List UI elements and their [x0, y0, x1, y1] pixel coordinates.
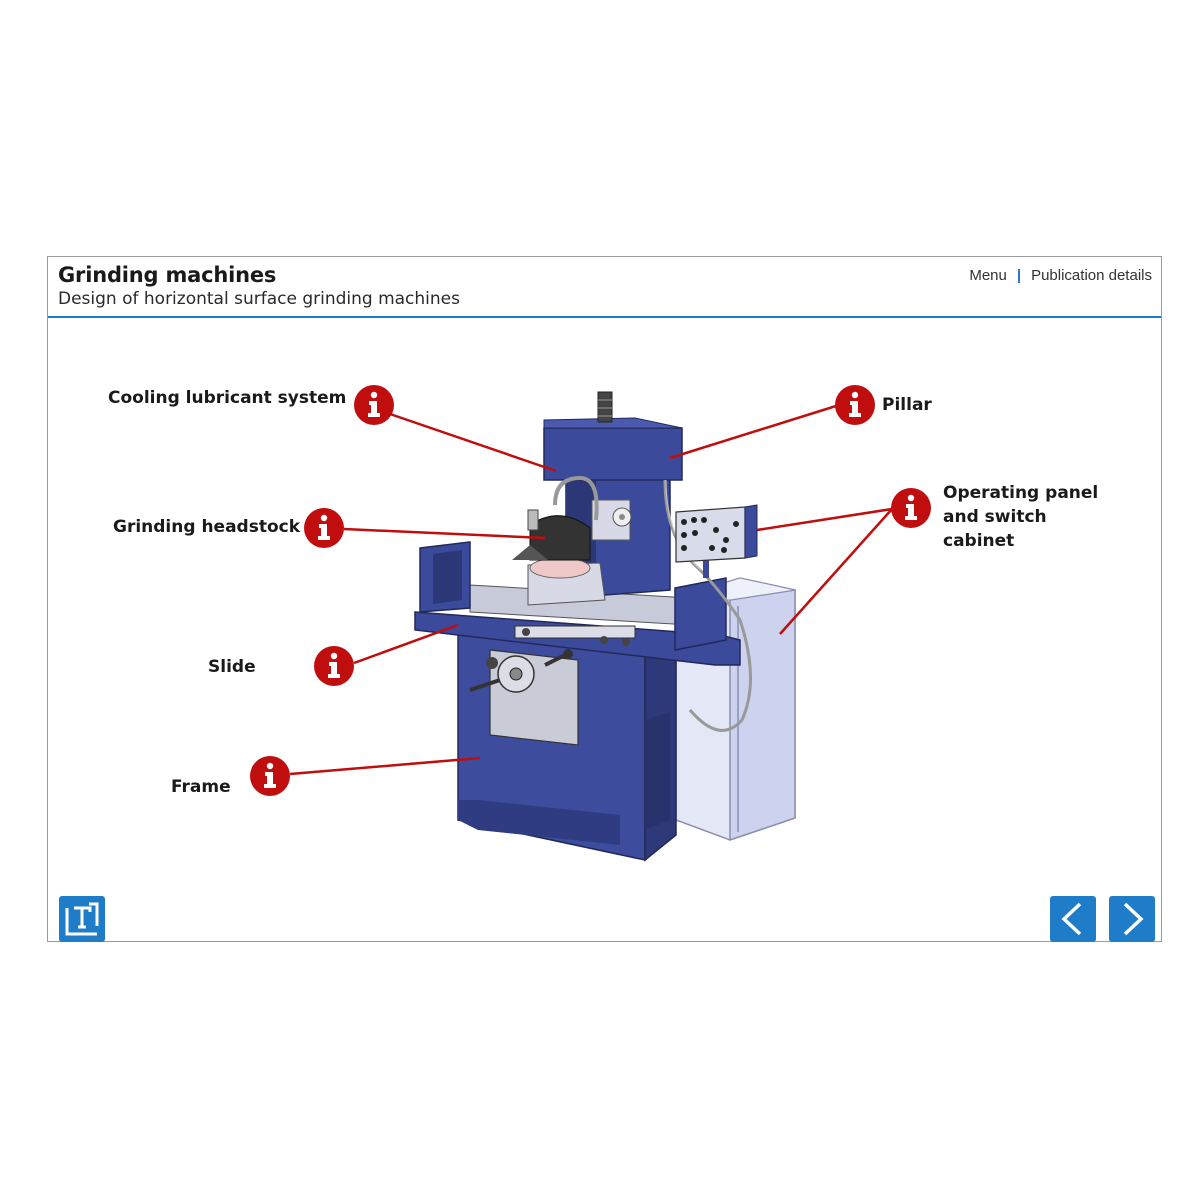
publication-details-link[interactable]: Publication details	[1031, 267, 1152, 284]
chevron-left-icon	[1061, 902, 1082, 936]
info-button-pillar[interactable]	[834, 384, 876, 426]
headstock-assembly	[512, 499, 632, 606]
operating-panel	[675, 504, 758, 578]
info-icon	[304, 508, 344, 548]
page-header: Grinding machines Design of horizontal s…	[48, 257, 1161, 318]
label-slide: Slide	[208, 657, 256, 677]
logo-t-icon	[65, 902, 99, 936]
next-button[interactable]	[1109, 896, 1155, 942]
label-pillar: Pillar	[882, 395, 932, 415]
label-grinding-headstock: Grinding headstock	[113, 517, 301, 537]
info-icon	[835, 385, 875, 425]
top-navigation: Menu | Publication details	[969, 267, 1152, 284]
leader-lines	[289, 404, 893, 776]
previous-button[interactable]	[1050, 896, 1096, 942]
info-button-operating-panel[interactable]	[890, 487, 932, 529]
menu-link[interactable]: Menu	[969, 267, 1007, 284]
label-operating-panel: Operating panel and switch cabinet	[943, 483, 1099, 551]
logo-button[interactable]	[59, 896, 105, 942]
info-icon	[250, 756, 290, 796]
label-cooling-lubricant-system: Cooling lubricant system	[108, 388, 347, 408]
worktable	[414, 541, 741, 666]
label-frame: Frame	[171, 777, 231, 797]
info-icon	[891, 488, 931, 528]
page-title: Grinding machines	[58, 263, 277, 287]
handwheel-plate	[469, 649, 579, 746]
info-button-slide[interactable]	[313, 645, 355, 687]
chevron-right-icon	[1123, 902, 1144, 936]
info-icon	[314, 646, 354, 686]
info-button-headstock[interactable]	[303, 507, 345, 549]
info-button-cooling[interactable]	[353, 384, 395, 426]
page-subtitle: Design of horizontal surface grinding ma…	[58, 289, 460, 309]
header-divider	[48, 316, 1161, 318]
nav-separator: |	[1016, 267, 1022, 284]
info-button-frame[interactable]	[249, 755, 291, 797]
info-icon	[354, 385, 394, 425]
